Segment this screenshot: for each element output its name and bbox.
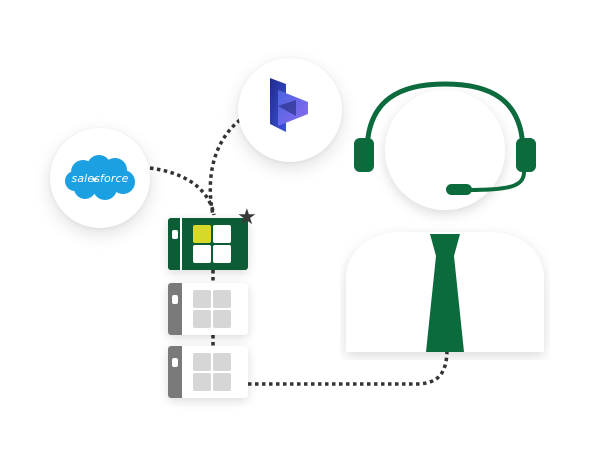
card-tab	[168, 218, 182, 270]
salesforce-bubble: salesforce	[50, 128, 150, 228]
apps-grid-icon	[193, 225, 231, 263]
app-card-inactive-2[interactable]	[168, 346, 248, 398]
star-icon: ★	[237, 204, 257, 229]
app-card-inactive-1[interactable]	[168, 283, 248, 335]
card-tab	[168, 346, 182, 398]
apps-grid-icon	[193, 353, 231, 391]
agent-connector	[248, 351, 449, 386]
salesforce-cloud-icon	[65, 155, 135, 200]
headset-agent-icon	[346, 81, 544, 352]
salesforce-connector	[149, 166, 216, 216]
dynamics-365-icon	[270, 78, 308, 132]
card-tab	[168, 283, 182, 335]
app-card-active[interactable]	[168, 218, 248, 270]
salesforce-logo-text: salesforce	[71, 172, 129, 185]
dynamics-connector	[208, 118, 242, 216]
apps-grid-icon	[193, 290, 231, 328]
dynamics-bubble	[238, 58, 342, 162]
